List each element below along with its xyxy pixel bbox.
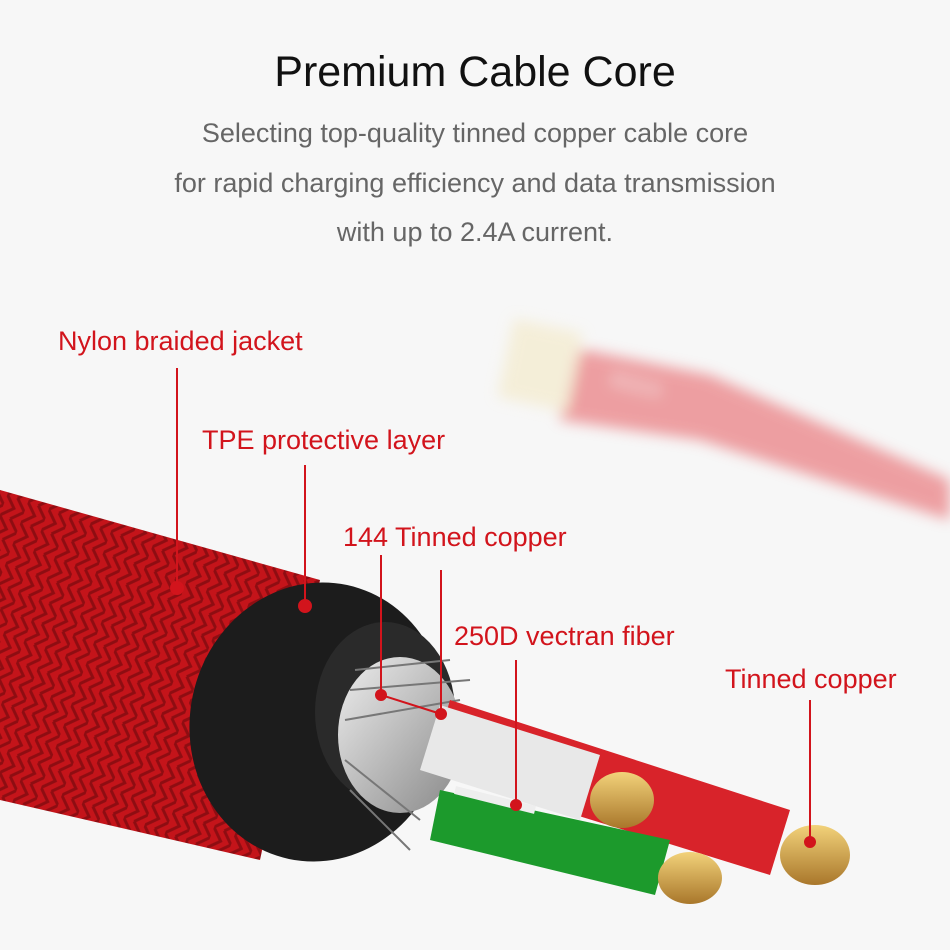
- subtitle-line-2: for rapid charging efficiency and data t…: [174, 168, 776, 198]
- callout-144-tinned-copper: 144 Tinned copper: [343, 522, 567, 552]
- callout-tinned-copper: Tinned copper: [725, 664, 897, 694]
- leader-lines: [170, 368, 816, 848]
- tinned-copper-bundle: [338, 657, 462, 813]
- white-wire: [420, 705, 600, 820]
- page-title: Premium Cable Core: [274, 48, 676, 96]
- callout-tpe-layer: TPE protective layer: [202, 425, 446, 455]
- callout-nylon-jacket: Nylon braided jacket: [58, 326, 303, 356]
- green-wire: [430, 790, 670, 895]
- blurred-lightning-connector: ROCK: [497, 318, 950, 520]
- subtitle-line-3: with up to 2.4A current.: [336, 217, 614, 247]
- callout-vectran-fiber: 250D vectran fiber: [454, 621, 675, 651]
- subtitle-line-1: Selecting top-quality tinned copper cabl…: [201, 118, 749, 148]
